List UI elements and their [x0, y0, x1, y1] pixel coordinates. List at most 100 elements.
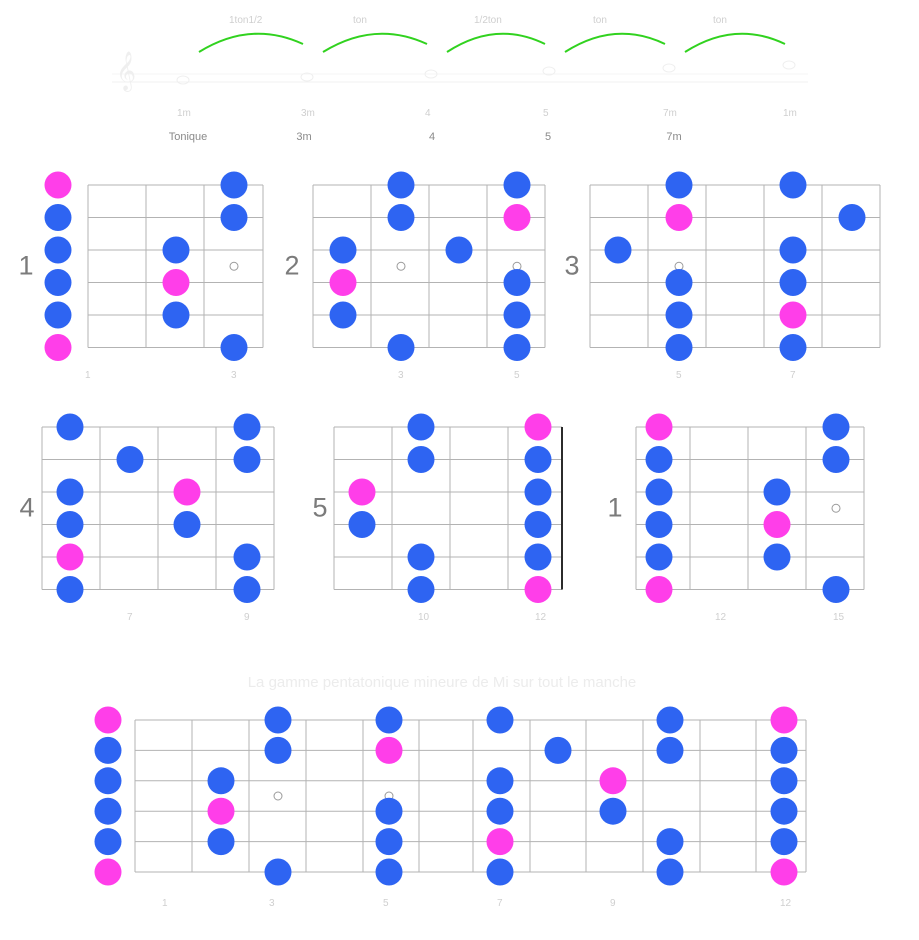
- scale-note: [770, 736, 798, 764]
- fret-number: 3: [269, 898, 275, 909]
- fret-number: 5: [514, 369, 520, 381]
- interval-label: 1ton1/2: [229, 15, 263, 26]
- scale-note: [524, 478, 552, 506]
- scale-note: [220, 334, 248, 361]
- inlay-dot: [229, 261, 239, 271]
- scale-note: [348, 511, 376, 538]
- fret-number: 7: [497, 898, 503, 909]
- scale-note: [665, 171, 693, 199]
- fret-number: 7: [790, 369, 796, 381]
- scale-note: [486, 797, 514, 825]
- scale-note: [44, 269, 72, 296]
- fret-number: 12: [780, 898, 792, 909]
- interval-arc: [198, 32, 304, 53]
- root-note: [486, 828, 514, 856]
- fret-number: 3: [398, 369, 404, 381]
- scale-note: [56, 413, 84, 441]
- root-note: [375, 736, 403, 764]
- note-number: 4: [425, 108, 431, 119]
- scale-note: [645, 511, 673, 538]
- fret-number: 15: [833, 611, 845, 623]
- scale-note: [220, 171, 248, 199]
- box-number: 1: [18, 250, 34, 281]
- interval-arc: [564, 32, 666, 53]
- fret-number: 5: [676, 369, 682, 381]
- scale-note: [44, 204, 72, 231]
- scale-note: [264, 858, 292, 886]
- scale-note: [779, 171, 807, 199]
- root-note: [207, 797, 235, 825]
- scale-note: [503, 334, 531, 361]
- scale-note: [665, 301, 693, 329]
- notation-staff: [112, 32, 808, 85]
- scale-note: [56, 511, 84, 538]
- scale-note: [445, 236, 473, 264]
- scale-note: [645, 478, 673, 506]
- degree-label: 7m: [666, 131, 682, 143]
- interval-arc: [446, 32, 546, 53]
- scale-note: [503, 301, 531, 329]
- scale-note: [375, 828, 403, 856]
- scale-note: [220, 204, 248, 231]
- scale-note: [375, 706, 403, 734]
- scale-note: [233, 543, 261, 571]
- scale-note: [656, 706, 684, 734]
- scale-note: [486, 706, 514, 734]
- fret-number: 1: [85, 369, 91, 381]
- root-note: [348, 478, 376, 506]
- interval-label: ton: [713, 15, 727, 26]
- staff-note: [782, 60, 796, 70]
- interval-arc: [322, 32, 428, 53]
- scale-note: [94, 828, 122, 856]
- root-note: [44, 171, 72, 199]
- root-note: [44, 334, 72, 361]
- scale-note: [375, 858, 403, 886]
- box-number: 4: [19, 492, 35, 523]
- scale-note: [544, 736, 572, 764]
- degree-label: 3m: [296, 131, 312, 143]
- interval-label: ton: [353, 15, 367, 26]
- fret-number: 9: [610, 898, 616, 909]
- scale-note: [407, 413, 435, 441]
- root-note: [173, 478, 201, 506]
- fret-number: 1: [162, 898, 168, 909]
- scale-note: [779, 236, 807, 264]
- scale-note: [233, 413, 261, 441]
- scale-note: [763, 543, 791, 571]
- scale-note: [162, 301, 190, 329]
- scale-note: [56, 576, 84, 603]
- scale-note: [94, 767, 122, 795]
- scale-note: [173, 511, 201, 538]
- scale-note: [233, 576, 261, 603]
- degree-label: 5: [544, 131, 552, 143]
- scale-note: [779, 269, 807, 296]
- scale-note: [56, 478, 84, 506]
- scale-note: [656, 828, 684, 856]
- fret-number: 10: [418, 611, 430, 623]
- fret-number: 5: [383, 898, 389, 909]
- box-number: 2: [284, 250, 300, 281]
- scale-note: [665, 334, 693, 361]
- scale-note: [599, 797, 627, 825]
- box-number: 5: [312, 492, 328, 523]
- scale-note: [656, 858, 684, 886]
- root-note: [524, 576, 552, 603]
- scale-note: [387, 171, 415, 199]
- inlay-dot: [831, 503, 841, 513]
- scale-note: [207, 767, 235, 795]
- note-number: 1m: [783, 108, 797, 119]
- interval-arc: [684, 32, 786, 53]
- fret-number: 9: [244, 611, 250, 623]
- scale-note: [604, 236, 632, 264]
- scale-note: [763, 478, 791, 506]
- scale-note: [645, 446, 673, 473]
- scale-note: [770, 767, 798, 795]
- root-note: [599, 767, 627, 795]
- fret-number: 7: [127, 611, 133, 623]
- note-number: 1m: [177, 108, 191, 119]
- root-note: [770, 858, 798, 886]
- root-note: [94, 858, 122, 886]
- box-number: 1: [607, 492, 623, 523]
- scale-note: [779, 334, 807, 361]
- scale-note: [822, 446, 850, 473]
